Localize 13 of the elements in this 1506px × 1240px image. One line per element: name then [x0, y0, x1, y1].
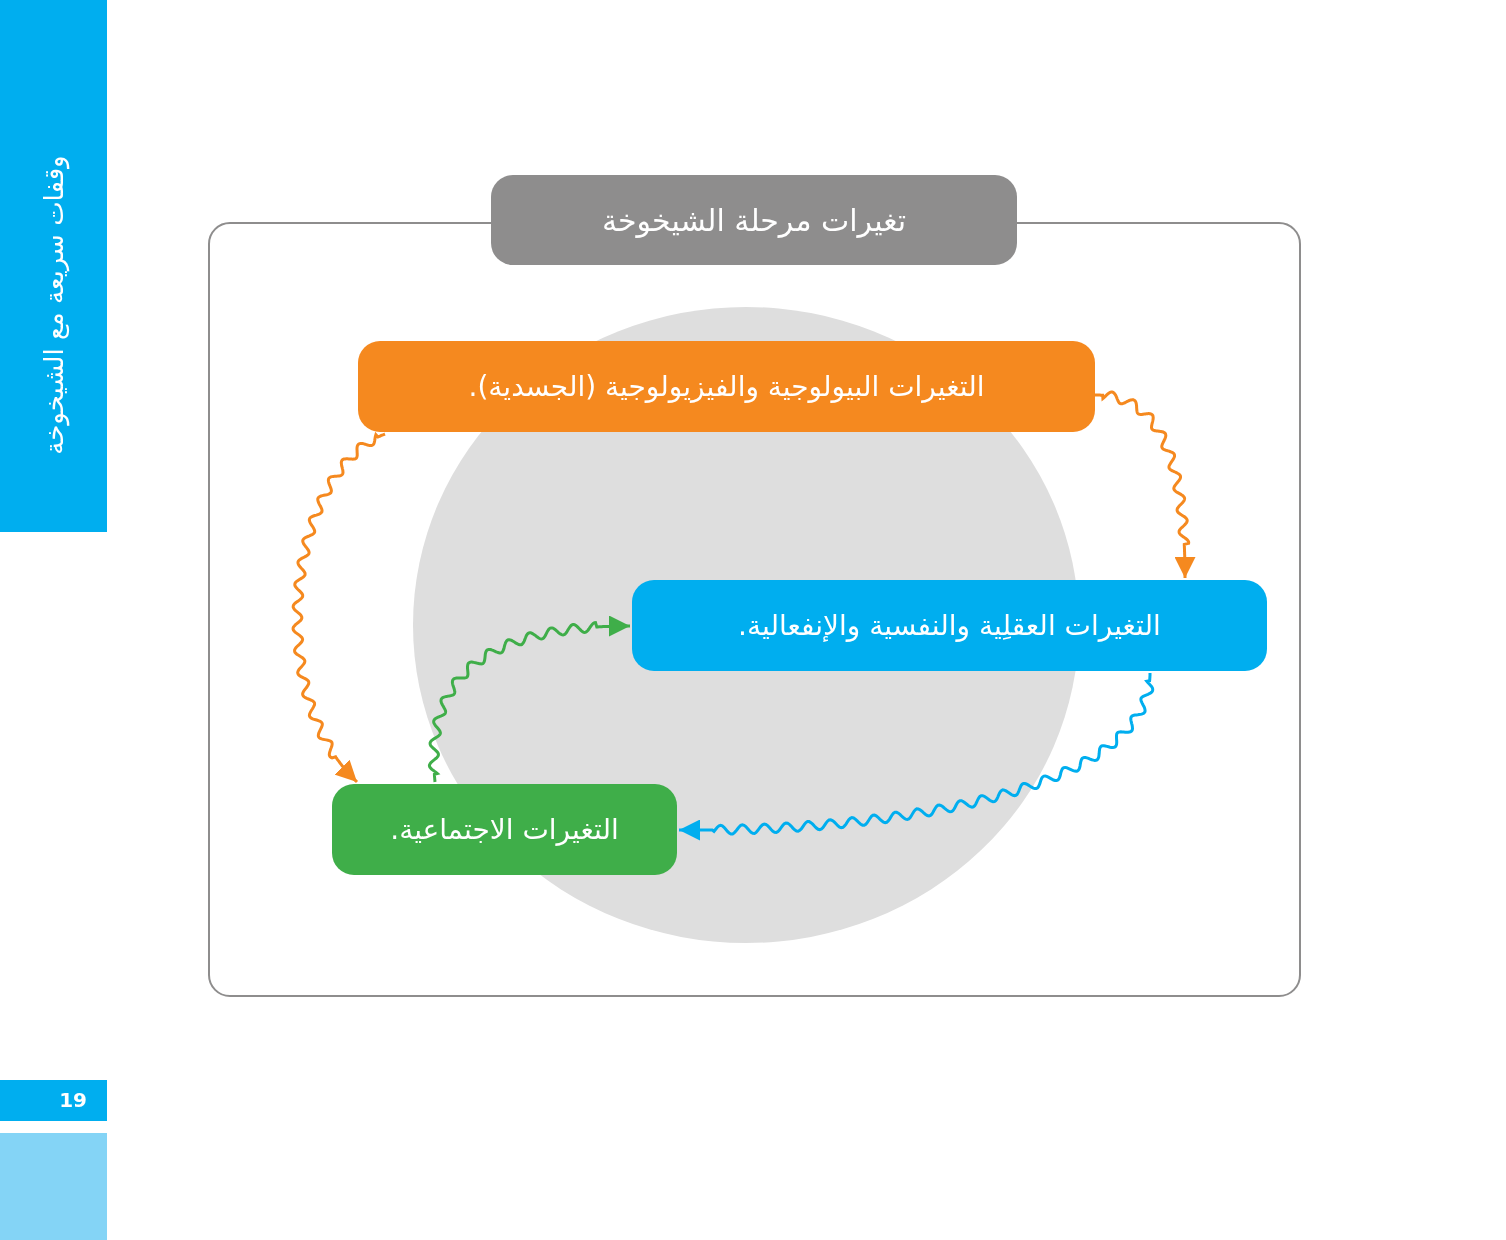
wavy-arrow [427, 615, 631, 783]
title-box: تغيرات مرحلة الشيخوخة [491, 175, 1017, 265]
wavy-arrow [291, 432, 386, 784]
page-number: 19 [0, 1080, 107, 1121]
box-text: التغيرات البيولوجية والفيزيولوجية (الجسدية). [468, 370, 985, 403]
side-title: وقفات سريعة مع الشيخوخة [38, 154, 71, 457]
process-box [332, 784, 677, 875]
process-box [358, 341, 1095, 432]
wavy-arrow [1094, 390, 1196, 579]
process-box [632, 580, 1267, 671]
box-text: التغيرات العقلِية والنفسية والإنفعالية. [738, 609, 1161, 642]
wavy-arrow [679, 672, 1155, 841]
box-text: التغيرات الاجتماعية. [390, 813, 619, 846]
